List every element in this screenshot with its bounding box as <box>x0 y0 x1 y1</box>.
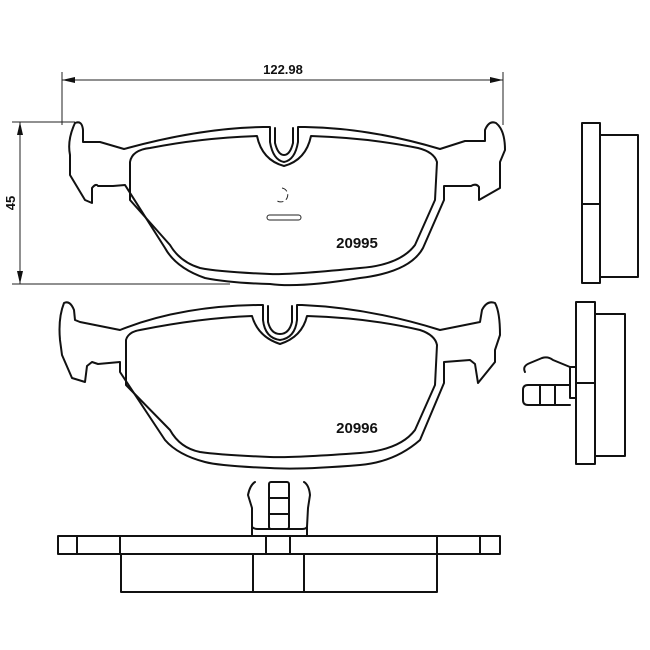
part-number-20996: 20996 <box>336 420 378 437</box>
pad-20995-front-view: 20995 <box>68 121 506 287</box>
top-view <box>57 481 501 593</box>
height-dimension-label: 45 <box>3 196 18 210</box>
spring-clip <box>247 481 311 537</box>
width-dimension: 122.98 <box>61 62 504 125</box>
pad-20996-front-view: 20996 <box>58 301 501 470</box>
wear-indicator-bar <box>266 214 302 221</box>
side-view-top <box>581 122 639 284</box>
width-dimension-label: 122.98 <box>263 62 303 77</box>
part-number-20995: 20995 <box>336 235 378 252</box>
side-view-bottom <box>522 301 626 465</box>
height-dimension: 45 <box>3 121 230 285</box>
